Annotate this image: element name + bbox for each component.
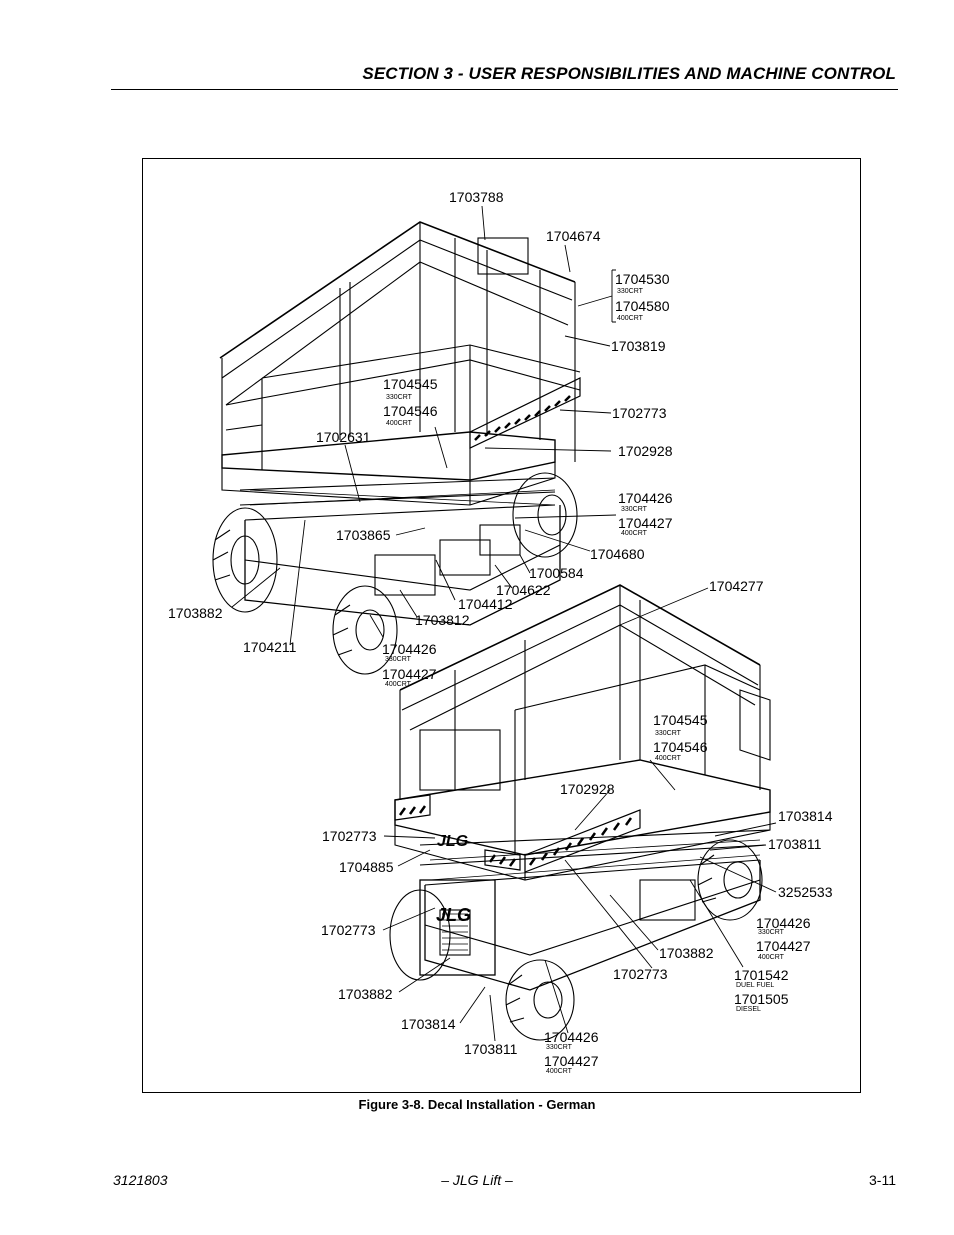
callout-label: 1704426 [382,641,437,657]
callout-label: 1704545 [653,712,708,728]
callout-label: 1704426 [544,1029,599,1045]
jlg-logo-engine: JLG [436,905,471,925]
callout-model: 400CRT [617,315,643,322]
callout-label: 1703882 [168,605,223,621]
callout-label: 1702928 [560,781,615,797]
callout-label: 1704426 [618,490,673,506]
callout-model: 330CRT [655,730,681,737]
section-title: SECTION 3 - USER RESPONSIBILITIES AND MA… [362,64,896,83]
callout-label: 1704546 [383,403,438,419]
callout-label: 1703811 [464,1041,518,1057]
callout-model: 330CRT [617,288,643,295]
callout-label: 1704674 [546,228,601,244]
callout-model: 400CRT [621,530,647,537]
callout-label: 1704211 [243,639,297,655]
callout-label: 1702773 [612,405,667,421]
callout-label: 1702773 [321,922,376,938]
callout-model: 400CRT [386,420,412,427]
callout-model: 330CRT [758,929,784,936]
page-number: 3-11 [869,1172,896,1188]
callout-label: 1702928 [618,443,673,459]
header-rule [111,89,898,90]
callout-model: 400CRT [385,681,411,688]
upper-machine-illustration [212,221,581,675]
callout-label: 1703865 [336,527,391,543]
callout-label: 1704885 [339,859,394,875]
callout-model: 330CRT [385,656,411,663]
callout-label: 1704622 [496,582,551,598]
callout-model: 400CRT [546,1068,572,1075]
callout-label: 3252533 [778,884,833,900]
callout-label: 1703814 [778,808,833,824]
callout-model: 330CRT [546,1044,572,1051]
callout-label: 1704546 [653,739,708,755]
callout-label: 1703882 [659,945,714,961]
callout-label: 1703814 [401,1016,456,1032]
callout-label: 1703811 [768,836,822,852]
callout-label: 1704277 [709,578,764,594]
callout-model: 330CRT [621,506,647,513]
callout-model: 400CRT [758,954,784,961]
callout-label: 1704580 [615,298,670,314]
leader-lines [231,205,777,1042]
callout-label: 1703882 [338,986,393,1002]
callout-label: 1704545 [383,376,438,392]
callout-label: 1704427 [618,515,673,531]
callout-label: 1701505 [734,991,789,1007]
callout-model: 400CRT [655,755,681,762]
document-number: 3121803 [113,1172,168,1188]
figure-caption: Figure 3-8. Decal Installation - German [358,1097,596,1112]
callout-label: 1704427 [756,938,811,954]
callout-label: 1702773 [322,828,377,844]
callout-label: 1702631 [316,429,371,445]
callout-model: DUEL FUEL [736,982,775,989]
callout-label: 1703819 [611,338,666,354]
callout-label: 1700584 [529,565,584,581]
callout-label: 1704426 [756,915,811,931]
callout-label: 1704427 [382,666,437,682]
callout-label: 1703788 [449,189,504,205]
figure-frame [142,158,861,1093]
callout-label: 1704530 [615,271,670,287]
callout-label: 1701542 [734,967,789,983]
callout-label: 1704427 [544,1053,599,1069]
callout-label: 1704412 [458,596,513,612]
callout-label: 1704680 [590,546,645,562]
callout-label: 1702773 [613,966,668,982]
lower-machine-illustration [389,584,771,1041]
callout-label: 1703812 [415,612,470,628]
jlg-logo-scissor: JLG [437,833,468,850]
callout-model: DIESEL [736,1006,761,1013]
footer-title: – JLG Lift – [441,1172,513,1188]
callout-model: 330CRT [386,394,412,401]
